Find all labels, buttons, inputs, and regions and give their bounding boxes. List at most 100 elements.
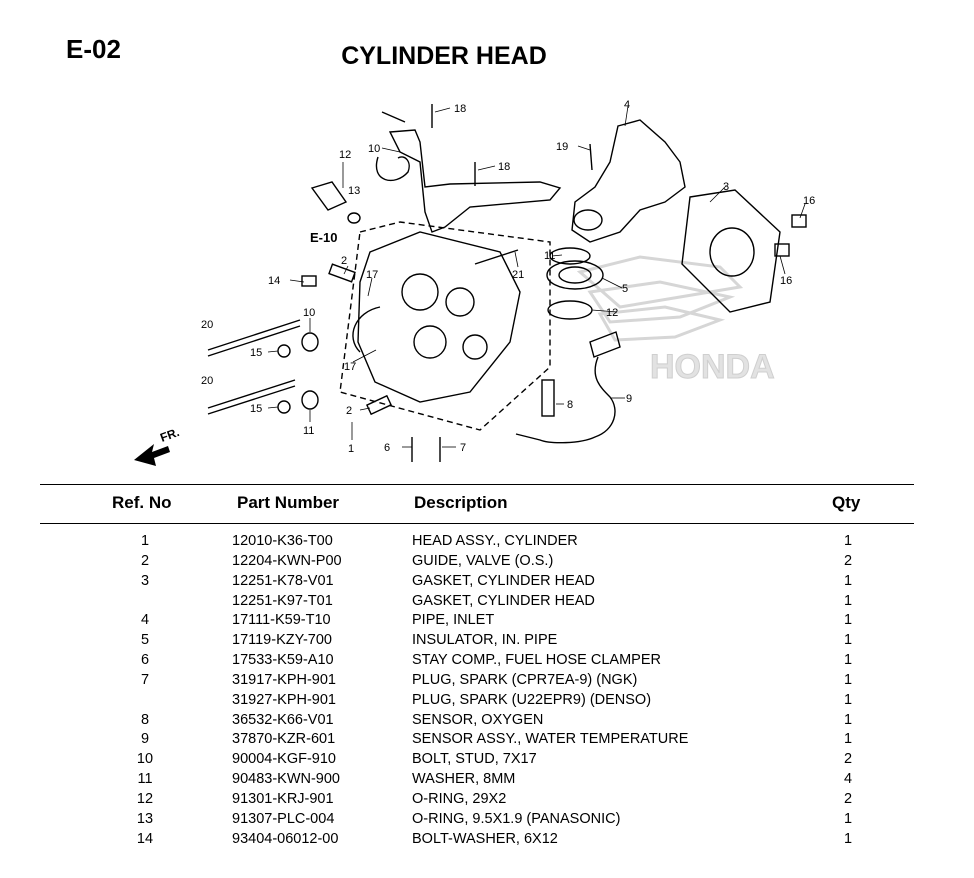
- callout-13: 13: [348, 185, 360, 197]
- description: INSULATOR, IN. PIPE: [412, 632, 558, 648]
- valve-guide-lower: [365, 394, 393, 416]
- callout-11b: 11: [303, 425, 314, 437]
- description: SENSOR, OXYGEN: [412, 712, 544, 728]
- description: GASKET, CYLINDER HEAD: [412, 573, 595, 589]
- callout-16a: 16: [803, 195, 815, 207]
- ref-no: 12: [136, 791, 154, 807]
- header-description: Description: [414, 493, 508, 512]
- exploded-diagram: HONDA: [134, 99, 815, 466]
- part-number: 31927-KPH-901: [232, 692, 336, 708]
- ref-no: 8: [140, 712, 150, 728]
- part-number: 12204-KWN-P00: [232, 553, 342, 569]
- description: PLUG, SPARK (CPR7EA-9) (NGK): [412, 672, 638, 688]
- qty: 1: [843, 612, 853, 628]
- callout-12b: 12: [606, 307, 618, 319]
- bolt-washer-14: [301, 275, 317, 287]
- front-arrow-icon: [134, 444, 170, 466]
- part-number: 90483-KWN-900: [232, 771, 340, 787]
- description: GUIDE, VALVE (O.S.): [412, 553, 554, 569]
- table-row: 10 90004-KGF-910 BOLT, STUD, 7X17 2: [0, 749, 974, 769]
- part-number: 31917-KPH-901: [232, 672, 336, 688]
- description: O-RING, 9.5X1.9 (PANASONIC): [412, 811, 621, 827]
- ref-no: 5: [140, 632, 150, 648]
- part-number: 91301-KRJ-901: [232, 791, 334, 807]
- ref-no: 6: [140, 652, 150, 668]
- callout-10b: 7: [460, 442, 466, 454]
- part-number: 90004-KGF-910: [232, 751, 336, 767]
- bolt-21: [474, 249, 519, 265]
- callout-9: 12: [339, 149, 351, 161]
- qty: 1: [843, 672, 853, 688]
- callout-1: 1: [348, 443, 354, 455]
- description: GASKET, CYLINDER HEAD: [412, 593, 595, 609]
- callout-4: 4: [624, 99, 630, 111]
- part-number: 12010-K36-T00: [232, 533, 333, 549]
- ref-no: 4: [140, 612, 150, 628]
- table-row: 31927-KPH-901 PLUG, SPARK (U22EPR9) (DENS…: [0, 690, 974, 710]
- callout-12a: 11: [544, 250, 555, 262]
- dowel-lower: [774, 243, 790, 257]
- dowel-upper: [791, 214, 807, 228]
- qty: 2: [843, 553, 853, 569]
- long-bolt-lower: [207, 379, 296, 409]
- callout-10a: 6: [384, 442, 390, 454]
- washer-upper: [301, 332, 319, 352]
- header-qty: Qty: [832, 493, 861, 512]
- callout-14: 14: [268, 275, 280, 287]
- part-number: 93404-06012-00: [232, 831, 339, 847]
- fuel-hose-clamper-stay: [388, 129, 562, 233]
- callout-21: 21: [512, 269, 524, 281]
- callout-8: 9: [626, 393, 632, 405]
- part-number: 91307-PLC-004: [232, 811, 335, 827]
- o-ring-lower: [547, 300, 593, 320]
- part-number: 17119-KZY-700: [232, 632, 332, 648]
- ref-no: 10: [136, 751, 154, 767]
- part-number: 12251-K97-T01: [232, 593, 333, 609]
- qty: 1: [843, 692, 853, 708]
- reference-outline: [339, 221, 551, 431]
- part-number: 17111-K59-T10: [232, 612, 331, 628]
- description: HEAD ASSY., CYLINDER: [412, 533, 578, 549]
- spark-plug: [541, 379, 555, 417]
- header-ref-no: Ref. No: [112, 493, 172, 512]
- callout-15a: 15: [250, 347, 262, 359]
- callout-19: 19: [556, 141, 568, 153]
- description: BOLT, STUD, 7X17: [412, 751, 537, 767]
- qty: 1: [843, 593, 853, 609]
- callout-11a: 10: [303, 307, 315, 319]
- callout-20a: 20: [201, 319, 213, 331]
- callout-6: 10: [368, 143, 380, 155]
- description: O-RING, 29X2: [412, 791, 507, 807]
- callout-3: 3: [723, 181, 729, 193]
- callout-18b: 18: [498, 161, 510, 173]
- qty: 1: [843, 573, 853, 589]
- description: PLUG, SPARK (U22EPR9) (DENSO): [412, 692, 652, 708]
- nut-lower: [277, 400, 291, 414]
- cylinder-head-gasket: [681, 189, 781, 313]
- callout-7: 8: [567, 399, 573, 411]
- watermark-text: HONDA: [650, 348, 775, 386]
- o-ring-small: [347, 212, 361, 224]
- callout-16b: 16: [780, 275, 792, 287]
- bolt-19: [589, 143, 593, 171]
- callout-17b: 17: [344, 361, 356, 373]
- callout-17a: 17: [366, 269, 378, 281]
- qty: 2: [843, 751, 853, 767]
- description: WASHER, 8MM: [412, 771, 516, 787]
- ref-no: 1: [140, 533, 150, 549]
- ref-no: 11: [137, 771, 153, 787]
- table-header-rule: [40, 523, 914, 524]
- long-bolt-upper: [207, 319, 301, 351]
- ref-no: 7: [140, 672, 150, 688]
- hose-clip: [375, 111, 410, 182]
